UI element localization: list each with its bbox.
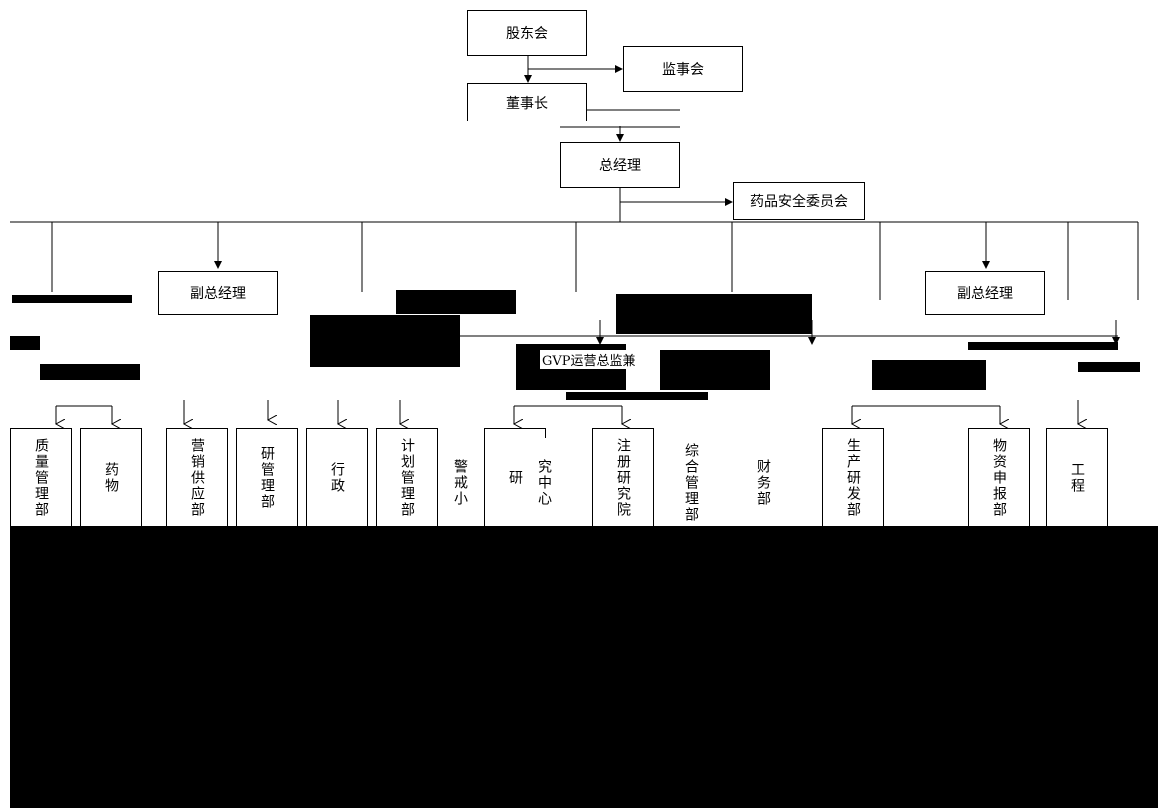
dept-drug: 药物 — [80, 428, 142, 528]
dept-production: 生产研发部 — [822, 428, 884, 528]
dept-label: 生产研发部 — [845, 438, 861, 518]
shareholders-box: 股东会 — [467, 10, 587, 56]
dept-label: 营销供应部 — [189, 438, 205, 518]
dept-general-mgmt: 综合管理部 — [660, 438, 722, 528]
dept-label: 行政 — [329, 462, 345, 494]
artifact-bar — [616, 294, 812, 334]
dept-label: 药物 — [103, 462, 119, 494]
dept-research-center: 究中心 — [524, 438, 564, 528]
dept-label: 综合管理部 — [683, 443, 699, 523]
artifact-bar — [396, 290, 516, 314]
safety-committee-box: 药品安全委员会 — [733, 182, 865, 220]
dept-label: 物资申报部 — [991, 438, 1007, 518]
artifact-bar — [968, 342, 1118, 350]
dept-engineering: 工程 — [1046, 428, 1108, 528]
vp-right-box: 副总经理 — [925, 271, 1045, 315]
dept-marketing: 营销供应部 — [166, 428, 228, 528]
dept-label: 注册研究院 — [615, 438, 631, 518]
dept-label: 质量管理部 — [33, 438, 49, 518]
dept-label: 工程 — [1069, 462, 1085, 494]
gvp-supervisor-label: GVP运营总监兼 — [540, 350, 638, 369]
supervisors-box: 监事会 — [623, 46, 743, 92]
dept-planning: 计划管理部 — [376, 428, 438, 528]
dept-label: 研 — [507, 470, 523, 486]
vp-left-box: 副总经理 — [158, 271, 278, 315]
chairman-box: 董事长 — [467, 83, 587, 121]
gm-box: 总经理 — [560, 142, 680, 188]
artifact-bar — [872, 360, 986, 390]
dept-registration: 注册研究院 — [592, 428, 654, 528]
safety-committee-label: 药品安全委员会 — [750, 194, 848, 210]
dept-materials: 物资申报部 — [968, 428, 1030, 528]
dept-finance: 财务部 — [732, 438, 794, 528]
dept-alert: 警戒小 — [438, 438, 482, 528]
dept-label: 究中心 — [536, 459, 552, 507]
dept-label: 研管理部 — [259, 446, 275, 510]
dept-research-mgmt: 研管理部 — [236, 428, 298, 528]
dept-quality: 质量管理部 — [10, 428, 72, 528]
dept-label: 财务部 — [755, 459, 771, 507]
chairman-label: 董事长 — [506, 95, 548, 112]
artifact-bar — [1078, 362, 1140, 372]
blackout-region — [10, 526, 1158, 808]
artifact-bar — [310, 315, 460, 367]
artifact-bar — [566, 392, 708, 400]
artifact-bar — [12, 295, 132, 303]
vp-right-label: 副总经理 — [957, 286, 1013, 302]
artifact-bar — [660, 350, 770, 390]
artifact-bar — [10, 336, 40, 350]
shareholders-label: 股东会 — [506, 26, 548, 42]
gm-label: 总经理 — [599, 158, 641, 174]
artifact-bar — [40, 364, 140, 380]
dept-label: 警戒小 — [452, 459, 468, 507]
supervisors-label: 监事会 — [662, 62, 704, 78]
dept-admin: 行政 — [306, 428, 368, 528]
vp-left-label: 副总经理 — [190, 286, 246, 302]
dept-label: 计划管理部 — [399, 438, 415, 518]
